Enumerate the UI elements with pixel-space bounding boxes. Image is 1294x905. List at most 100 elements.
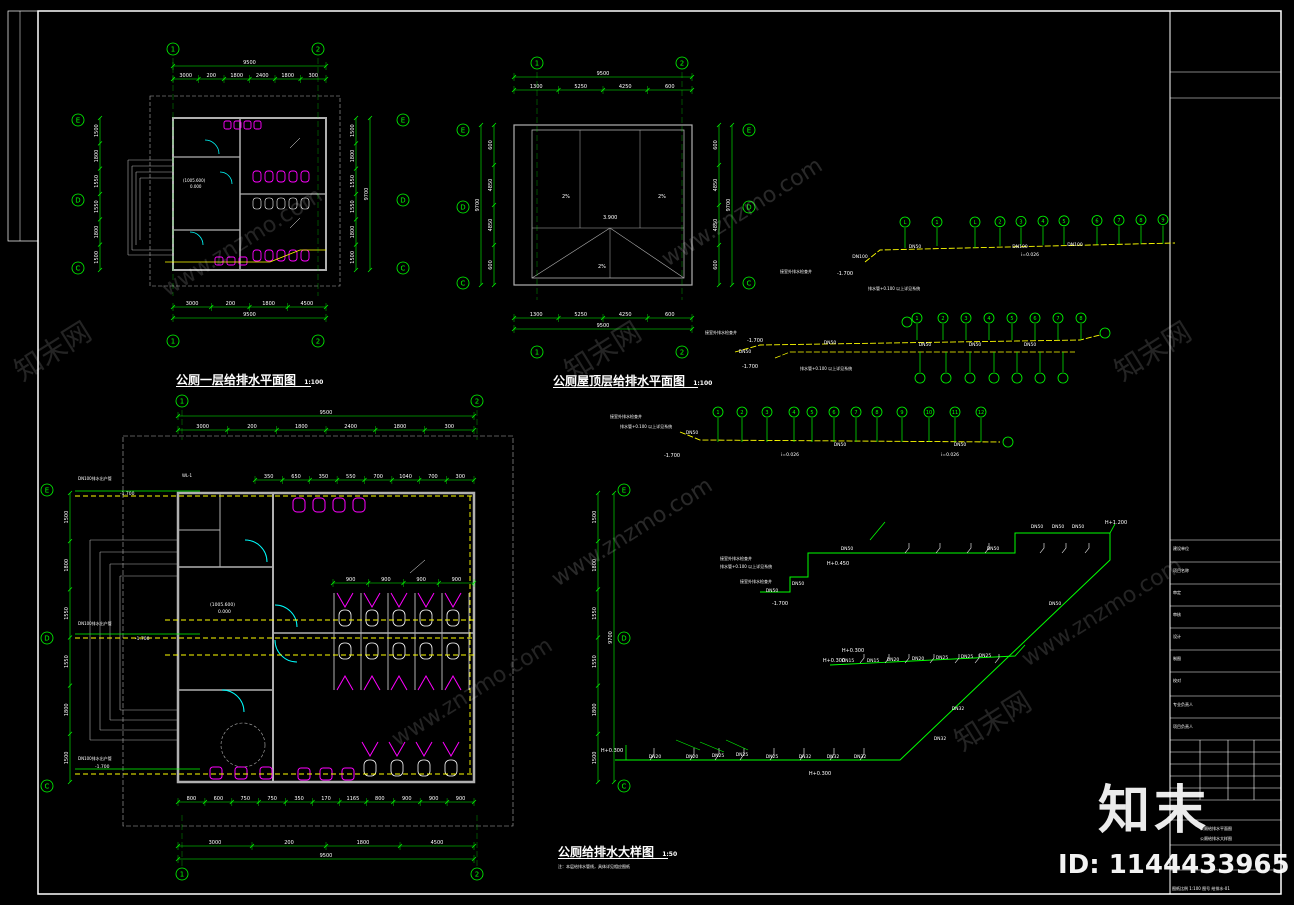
roof-right-dim-tick (716, 242, 722, 248)
stall-door (415, 741, 433, 758)
riser-bubble (1135, 214, 1147, 226)
toilet-fixture (264, 170, 274, 183)
iso-dn-label: DN50 (1031, 524, 1044, 530)
roof-right-dim-label: 4850 (713, 219, 719, 232)
riser-bubble (871, 406, 883, 418)
axis-bubble-2 (470, 394, 484, 408)
supply-riser (725, 739, 749, 751)
toilet-fixture (419, 642, 433, 660)
riser-bubble (899, 216, 911, 228)
detail-stall-dim-label: 900 (452, 577, 462, 583)
ground-floor-fixtures (214, 120, 310, 266)
axis-bubble-label-2: 2 (316, 46, 320, 54)
detail-elev-3: -1.700 (95, 764, 110, 770)
iso-elev-label: H+1.200 (1105, 520, 1127, 526)
supply-tap (954, 654, 960, 664)
supply-tap (649, 748, 655, 761)
gf-top-dim-label: 300 (308, 73, 318, 79)
riser-bubble-label: 5 (1062, 219, 1065, 225)
axis-bubble-C (40, 779, 54, 793)
axis-bubble-E (40, 483, 54, 497)
iso-dn-label: DN50 (686, 430, 699, 436)
detail-right-dim-tick (595, 779, 601, 785)
riser-bubble (1029, 312, 1041, 324)
riser-bubble-label: 1 (935, 220, 938, 226)
roof-right-dim-label: 4850 (713, 179, 719, 192)
detail-bottom-dim-label: 800 (375, 796, 385, 802)
stall-door (390, 592, 408, 609)
detail-stall-dim-label: 900 (381, 577, 391, 583)
roof-right-total-dim-label: 9700 (726, 199, 732, 212)
riser-bubble-label: 7 (1056, 316, 1059, 322)
detail-left-dim-label: 1500 (64, 752, 70, 765)
iso-slope-label: i=0.026 (941, 452, 959, 458)
detail-bottom-total-dim-label: 1800 (357, 840, 370, 846)
title-block-row: 设计 (1173, 634, 1181, 639)
detail-right-dim-tick (595, 635, 601, 640)
supply-tap (904, 654, 910, 664)
iso-dn-label: DN20 (887, 657, 900, 663)
stall-door (363, 674, 381, 691)
toilet-fixture (288, 170, 298, 183)
iso-elev-label: -1.700 (742, 364, 758, 370)
supply-riser (699, 741, 725, 753)
iso-note-label: 接室外排水检查井 (780, 268, 812, 274)
detail-left-dim-tick (67, 731, 73, 737)
supply-tap (994, 654, 1000, 664)
detail-right-total-dim-tick (611, 779, 617, 785)
iso-note-label: 接室外排水检查井 (610, 413, 642, 419)
detail-scale: 1:50 (662, 851, 678, 858)
urinal-fixture (312, 497, 326, 513)
axis-bubble-D (742, 200, 756, 214)
toilet-fixture (365, 642, 379, 660)
supply-tap (859, 748, 865, 761)
roof-left-dim-tick (491, 162, 497, 168)
riser-bubble (969, 216, 981, 228)
riser-bubble (1091, 215, 1103, 226)
detail-fixtures (209, 497, 470, 781)
roof-right-dim-label: 600 (713, 260, 719, 270)
detail-fixture-dim-label: 550 (346, 474, 356, 480)
gf-bottom-dim-label: 3000 (186, 301, 199, 307)
detail-bottom-total-dim-label: 3000 (209, 840, 222, 846)
gf-top-dim-label: 200 (206, 73, 216, 79)
axis-bubble-C (742, 276, 756, 290)
axis-bubble-label-2: 2 (680, 60, 684, 68)
detail-pipe-label-1: DN100排水出户管 (78, 475, 112, 481)
urinal-fixture (352, 497, 366, 513)
detail-top-dim-label: 1800 (394, 424, 407, 430)
supply-tap (974, 654, 980, 664)
branch-bubble (1011, 372, 1023, 384)
riser-bubble-label: 3 (765, 410, 768, 416)
branch-bubble (1034, 372, 1046, 384)
axis-bubble-label-1: 1 (171, 46, 175, 54)
detail-left-dim-tick (67, 490, 73, 496)
ground-floor-elevation-2: 0.000 (190, 184, 202, 189)
riser-bubble-label: 2 (740, 410, 743, 416)
axis-bubble-label-1: 1 (171, 338, 175, 346)
detail-elevation-2: 0.000 (218, 609, 231, 615)
riser-bubble (736, 406, 748, 418)
iso-dn-label: DN32 (854, 754, 867, 760)
toilet-fixture (252, 197, 262, 210)
detail-left-dim-tick (67, 635, 73, 640)
riser-bubble (896, 406, 908, 418)
detail-top-dim-label: 300 (445, 424, 455, 430)
axis-bubble-2 (311, 334, 325, 348)
title-block-row: 校对 (1173, 678, 1181, 683)
riser-bubble (1037, 215, 1049, 227)
ground-floor-title-text: 公厕一层给排水平面图 (176, 373, 297, 387)
branch-bubble (914, 372, 926, 384)
stall-door (390, 674, 408, 691)
end-bubble (1099, 327, 1111, 339)
detail-plan: -1.700 -1.700 -1.700 DN100排水出户管 DN100排水出… (75, 435, 514, 827)
stall-door (363, 592, 381, 609)
detail-top-dim-label: 200 (247, 424, 257, 430)
riser-bubble-label: 11 (952, 410, 958, 416)
gf-left-dim-label: 1800 (94, 226, 100, 239)
iso-dn-label: DN50 (792, 581, 805, 587)
iso-dn-label: DN25 (936, 655, 949, 661)
axis-bubble-D (71, 193, 85, 207)
gf-right-dim-tick (353, 267, 359, 273)
